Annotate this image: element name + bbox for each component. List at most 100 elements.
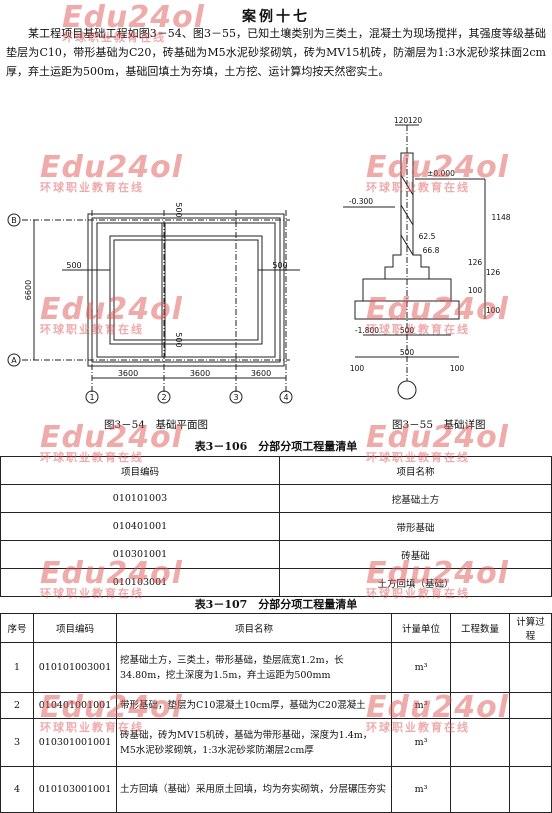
elevation-bottom: -1.800 xyxy=(355,326,379,335)
table1-cell-code: 010101003 xyxy=(0,484,280,513)
table2-cell-calc xyxy=(509,718,552,767)
table1-caption: 表3－106 分部分项工程量清单 xyxy=(194,440,358,453)
table2-cell-code: 010101003001 xyxy=(33,642,117,693)
elevation-top: ±0.000 xyxy=(427,169,455,178)
step-label-62-5: 62.5 xyxy=(419,232,436,241)
table1-cell-code: 010401001 xyxy=(0,512,280,541)
brick-hatch-2 xyxy=(400,204,414,226)
plan-outer-trench-1 xyxy=(87,213,285,367)
table-row: 010301001 砖基础 xyxy=(0,540,552,569)
dim-500-bottom: 500 xyxy=(174,332,183,347)
axis-bubble-3 xyxy=(229,390,243,404)
table-row: 3 010301001001 砖基础，砖为MV15机砖，基础为带形基础，深度为1… xyxy=(0,718,552,767)
bottom-dim-100-right: 100 xyxy=(450,364,465,373)
axis-bubble-2 xyxy=(157,390,171,404)
table1-cell-code: 010103001 xyxy=(0,568,280,597)
table2-cell-calc xyxy=(509,692,552,719)
table2-header-row: 序号 项目编码 项目名称 计量单位 工程数量 计算过程 xyxy=(0,613,552,643)
axis-bubble-a xyxy=(7,353,21,367)
table2-cell-qty xyxy=(450,718,510,767)
axis-label-2: 2 xyxy=(161,393,166,402)
table2-cell-unit: m³ xyxy=(391,766,451,813)
table2-cell-seq: 2 xyxy=(0,692,34,719)
table1-cell-name: 土方回填（基础） xyxy=(279,568,552,597)
table2-header-seq: 序号 xyxy=(0,613,34,643)
step-label-66-8: 66.8 xyxy=(423,246,440,255)
axis-bubble-b xyxy=(7,213,21,227)
detail-axis-bubble xyxy=(397,380,417,400)
table2-cell-qty xyxy=(450,692,510,719)
figure1-caption: 图3－54 基础平面图 xyxy=(104,419,209,431)
figure2-caption: 图3－55 基础详图 xyxy=(392,419,486,431)
table1-header-code: 项目编码 xyxy=(0,456,280,485)
foundation-plan-figure: B A 1 2 3 4 3600 3600 3600 6600 500 500 … xyxy=(7,202,300,404)
table-row: 2 010401001001 带形基础，垫层为C10混凝土10cm厚，基础为C2… xyxy=(0,692,552,719)
right-dim-100-b: 100 xyxy=(486,306,501,315)
axis-label-1: 1 xyxy=(89,393,94,402)
brick-hatch-3 xyxy=(400,234,414,256)
table1-cell-code: 010301001 xyxy=(0,540,280,569)
table1-cell-name: 带形基础 xyxy=(279,512,552,541)
table2-cell-qty xyxy=(450,766,510,813)
table1-header-name: 项目名称 xyxy=(279,456,552,485)
slab-width-500: 500 xyxy=(400,326,415,335)
plan-outer-wall xyxy=(96,222,276,358)
watermark-logo: Edu24ol xyxy=(40,150,183,185)
dim-bottom-1: 3600 xyxy=(118,369,138,378)
dim-500-left: 500 xyxy=(66,261,81,270)
table2-caption: 表3－107 分部分项工程量清单 xyxy=(194,598,358,611)
axis-bubble-4 xyxy=(279,390,293,404)
watermark-text: 环球职业教育在线 xyxy=(40,181,144,194)
right-dim-126-a: 126 xyxy=(468,258,483,267)
detail-top-dim-2: 120 xyxy=(408,116,423,125)
plan-inner-trench-1 xyxy=(109,235,263,345)
bottom-dim-100-left: 100 xyxy=(350,364,365,373)
table2-cell-seq: 4 xyxy=(0,766,34,813)
axis-label-3: 3 xyxy=(233,393,238,402)
dim-500-right: 500 xyxy=(272,261,287,270)
table2-cell-calc xyxy=(509,766,552,813)
right-dim-126-b: 126 xyxy=(486,268,501,277)
foundation-detail-figure: 120 120 ±0.000 -0.300 1148 126 126 100 1… xyxy=(343,116,511,400)
elevation-ground: -0.300 xyxy=(349,197,373,206)
right-dim-1148: 1148 xyxy=(491,213,510,222)
table2-cell-unit: m³ xyxy=(391,642,451,693)
table-row: 010101003 挖基础土方 xyxy=(0,484,552,513)
table1: 项目编码 项目名称 010101003 挖基础土方 010401001 带形基础… xyxy=(0,456,552,597)
table1-cell-name: 挖基础土方 xyxy=(279,484,552,513)
dim-bottom-3: 3600 xyxy=(251,369,271,378)
table2-cell-unit: m³ xyxy=(391,718,451,767)
table2: 序号 项目编码 项目名称 计量单位 工程数量 计算过程 1 0101010030… xyxy=(0,613,552,813)
table2-cell-qty xyxy=(450,642,510,693)
table2-cell-name: 土方回填（基础）采用原土回填，均为夯实砌筑，分层碾压夯实 xyxy=(116,766,392,813)
dim-left-6600: 6600 xyxy=(24,280,33,300)
bottom-dim-500: 500 xyxy=(400,348,415,357)
table2-cell-name: 砖基础，砖为MV15机砖，基础为带形基础，深度为1.4m，M5水泥砂浆砌筑，1:… xyxy=(116,718,392,767)
axis-bubble-1 xyxy=(85,390,99,404)
table2-header-calc: 计算过程 xyxy=(509,613,552,643)
table2-cell-seq: 1 xyxy=(0,642,34,693)
cushion-layer xyxy=(354,300,460,320)
dim-500-top: 500 xyxy=(174,202,183,217)
brick-hatch-1 xyxy=(400,174,414,196)
table2-header-code: 项目编码 xyxy=(33,613,117,643)
axis-label-a: A xyxy=(11,356,17,365)
table2-header-unit: 计量单位 xyxy=(391,613,451,643)
table2-cell-unit: m³ xyxy=(391,692,451,719)
table2-cell-code: 010301001001 xyxy=(33,718,117,767)
page-title: 案例十七 xyxy=(242,9,310,25)
table-row: 1 010101003001 挖基础土方，三类土，带形基础，垫层底宽1.2m，长… xyxy=(0,642,552,693)
table2-cell-name: 带形基础，垫层为C10混凝土10cm厚，基础为C20混凝土 xyxy=(116,692,392,719)
table1-header-row: 项目编码 项目名称 xyxy=(0,456,552,485)
table2-cell-name: 挖基础土方，三类土，带形基础，垫层底宽1.2m，长34.80m，挖土深度为1.5… xyxy=(116,642,392,693)
right-dim-100-a: 100 xyxy=(468,286,483,295)
table2-cell-calc xyxy=(509,642,552,693)
table2-header-name: 项目名称 xyxy=(116,613,392,643)
watermark: Edu24ol 环球职业教育在线 xyxy=(40,150,183,195)
plan-inner-trench-2 xyxy=(113,239,259,341)
axis-label-4: 4 xyxy=(283,393,288,402)
axis-label-b: B xyxy=(11,216,17,225)
table-row: 4 010103001001 土方回填（基础）采用原土回填，均为夯实砌筑，分层碾… xyxy=(0,766,552,813)
table2-cell-code: 010103001001 xyxy=(33,766,117,813)
table-row: 010103001 土方回填（基础） xyxy=(0,568,552,597)
